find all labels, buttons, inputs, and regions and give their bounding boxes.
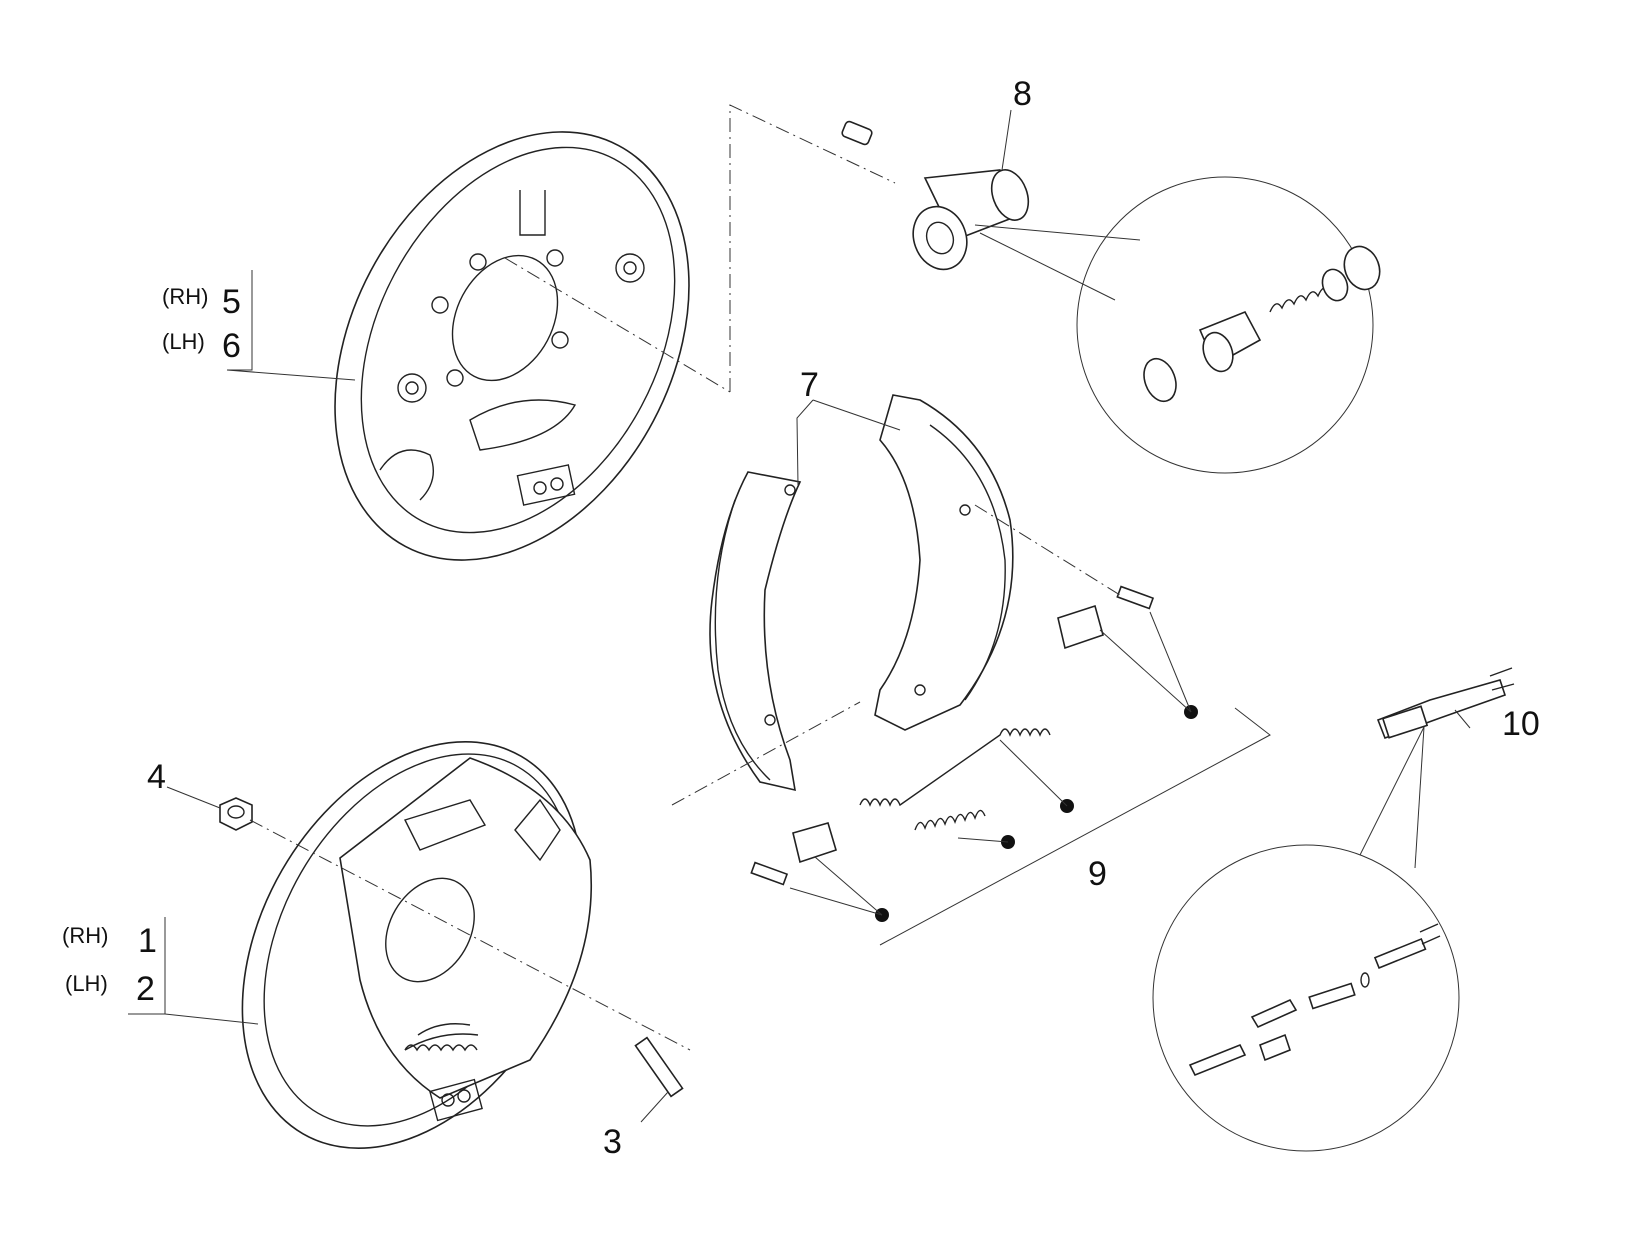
nut-part bbox=[219, 797, 253, 831]
callout-lh-upper: (LH) bbox=[162, 329, 205, 354]
callout-1: 1 bbox=[138, 922, 157, 960]
backing-plate bbox=[334, 131, 690, 561]
callout-5: 5 bbox=[222, 283, 241, 321]
stud-part bbox=[634, 1036, 684, 1098]
callout-rh-lower: (RH) bbox=[62, 923, 108, 948]
adjuster-detail bbox=[1152, 844, 1460, 1152]
callout-lh-lower: (LH) bbox=[65, 971, 108, 996]
leader-lines bbox=[128, 109, 1471, 1123]
callout-3: 3 bbox=[603, 1123, 622, 1161]
wheel-cylinder-detail bbox=[1076, 176, 1381, 474]
brake-shoes bbox=[709, 394, 1014, 792]
callout-10: 10 bbox=[1502, 705, 1540, 743]
callout-labels: (RH) 5 (LH) 6 (RH) 1 (LH) 2 4 3 7 8 9 10 bbox=[62, 75, 1540, 1161]
callout-6: 6 bbox=[222, 327, 241, 365]
hardware-kit bbox=[750, 585, 1198, 922]
center-lines bbox=[249, 104, 1121, 1051]
callout-9: 9 bbox=[1088, 855, 1107, 893]
callout-8: 8 bbox=[1013, 75, 1032, 113]
adjuster-mechanism bbox=[1376, 667, 1515, 740]
callout-rh-upper: (RH) bbox=[162, 284, 208, 309]
wheel-cylinder bbox=[841, 120, 1030, 271]
callout-7: 7 bbox=[800, 366, 819, 404]
callout-4: 4 bbox=[147, 758, 166, 796]
drum-brake-assembly bbox=[241, 741, 593, 1149]
callout-2: 2 bbox=[136, 970, 155, 1008]
